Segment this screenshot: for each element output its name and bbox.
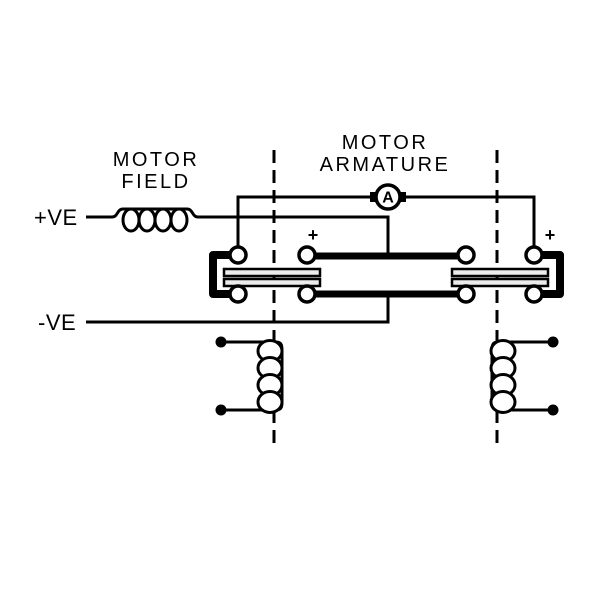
coil-terminal-dot — [215, 336, 227, 348]
contact-terminal — [456, 284, 476, 304]
left-contactor-coil — [215, 336, 284, 416]
left-contactor-bracket — [209, 251, 229, 298]
contact-terminal — [297, 284, 317, 304]
right-contactor-coil — [489, 336, 559, 416]
motor-field-label-line1: MOTOR — [113, 149, 200, 171]
field-coil-loop — [153, 207, 173, 233]
armature-circle — [374, 183, 402, 211]
armature-lead-stub — [399, 192, 406, 202]
bridge-bar — [450, 267, 550, 278]
negative-supply-wire — [86, 297, 390, 324]
armature-polarity-mark-right: + — [545, 225, 556, 245]
armature-letter: A — [382, 190, 394, 207]
coil-terminal-dot — [547, 404, 559, 416]
motor-armature-label: MOTOR ARMATURE — [320, 132, 451, 176]
negative-terminal-label: -VE — [38, 310, 76, 335]
armature-polarity-mark-left: + — [308, 225, 319, 245]
positive-supply-wire — [86, 207, 390, 253]
contact-terminal — [228, 284, 248, 304]
coil-loop — [489, 390, 517, 414]
field-coil-loop — [121, 207, 141, 233]
contact-terminal — [456, 245, 476, 265]
left-contactor-terminals — [228, 245, 317, 304]
motor-armature-label-line1: MOTOR — [342, 132, 429, 154]
left-contactor-bridge — [222, 267, 322, 288]
armature-lead-stub — [370, 192, 377, 202]
contact-terminal — [524, 284, 544, 304]
motor-armature-symbol: A — [370, 183, 406, 211]
coil-terminal-dot — [547, 336, 559, 348]
positive-terminal-label: +VE — [34, 205, 78, 230]
right-contactor-bracket — [543, 251, 564, 298]
motor-field-label-line2: FIELD — [121, 171, 190, 193]
motor-field-label: MOTOR FIELD — [113, 149, 200, 193]
field-coil-loop — [169, 207, 189, 233]
contact-terminal — [228, 245, 248, 265]
contact-terminal — [297, 245, 317, 265]
field-coil-loop — [137, 207, 157, 233]
contact-terminal — [524, 245, 544, 265]
motor-armature-label-line2: ARMATURE — [320, 154, 451, 176]
coil-terminal-dot — [215, 404, 227, 416]
bridge-bar — [222, 277, 322, 288]
right-contactor-terminals — [456, 245, 544, 304]
coil-loop — [256, 390, 284, 414]
bridge-bar — [450, 277, 550, 288]
bridge-bar — [222, 267, 322, 278]
right-contactor-bridge — [450, 267, 550, 288]
motor-field-coil — [121, 207, 189, 233]
